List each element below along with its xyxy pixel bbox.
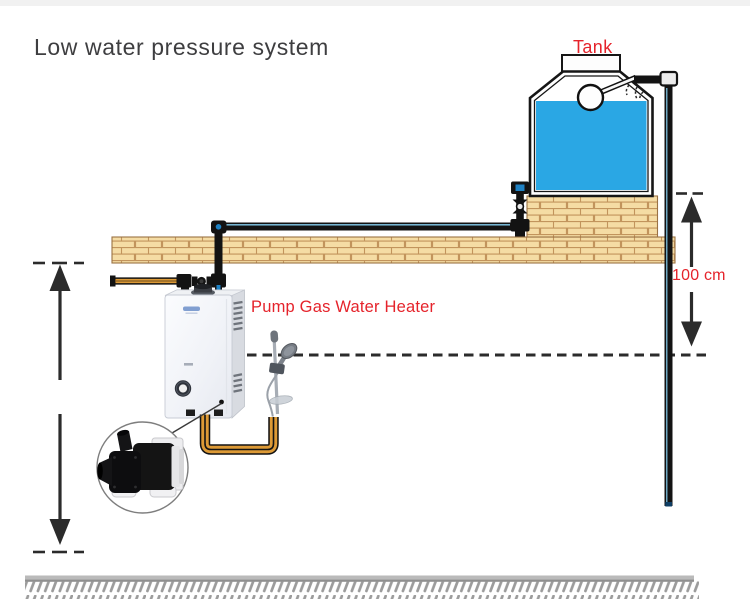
- arrow-down-head: [49, 519, 71, 545]
- float-ball: [576, 83, 605, 112]
- pipe-tee: [176, 274, 192, 288]
- flue-collar: [191, 283, 215, 297]
- pipe-elbow-core: [215, 224, 222, 230]
- bottom-port-right: [214, 409, 223, 416]
- heater-label: Pump Gas Water Heater: [251, 298, 436, 316]
- pipe-end: [665, 502, 672, 507]
- overflow-drop-pipe: [634, 70, 679, 507]
- heater-brand-tagline: [185, 312, 198, 314]
- pipe-elbow: [659, 70, 679, 87]
- rail-top-knob: [270, 330, 279, 343]
- height-dimension-right: [676, 192, 703, 347]
- height-dimension-left: [33, 261, 84, 554]
- gas-pipe-cap: [110, 275, 116, 287]
- heater-brand-logo: [183, 306, 200, 311]
- side-louvers-bottom: [233, 373, 243, 393]
- pipe-elbow-core: [515, 184, 525, 191]
- splash-marks: [625, 84, 644, 101]
- pipe-cap: [515, 231, 525, 237]
- page-title: Low water pressure system: [34, 34, 329, 60]
- hand-shower: [266, 330, 298, 417]
- heater-front-panel: [164, 294, 233, 419]
- arrow-up-head: [681, 196, 702, 223]
- pump-gas-water-heater: [164, 283, 245, 419]
- shower-head: [280, 343, 298, 359]
- top-edge-band: [0, 0, 750, 6]
- pump-inlet: [99, 457, 112, 486]
- pipe-union-valve: [192, 276, 212, 286]
- brick-pedestal: [526, 195, 659, 238]
- pump-motor: [133, 443, 175, 490]
- tank-label: Tank: [573, 37, 613, 57]
- heater-model-mark: [184, 363, 193, 366]
- arrow-down-head: [681, 321, 702, 347]
- soap-dish: [269, 395, 293, 405]
- shutoff-valve: [512, 199, 528, 214]
- pipe-tee: [211, 273, 226, 288]
- pump-callout-circle: [96, 421, 189, 514]
- arrow-up-head: [49, 264, 71, 291]
- control-knob: [174, 380, 192, 397]
- dimension-label: 100 cm: [672, 267, 726, 284]
- bottom-port-left: [186, 409, 195, 416]
- hot-water-u-pipe: [199, 414, 279, 455]
- pump-outlet-stub: [117, 431, 133, 452]
- pump-wire: [166, 399, 224, 437]
- rail-bracket: [269, 362, 285, 375]
- water-tank: [528, 54, 654, 198]
- brick-wall-slab: [111, 236, 676, 264]
- pump-head: [109, 451, 141, 493]
- side-louvers-top: [233, 300, 243, 331]
- booster-pump: [97, 429, 184, 498]
- tank-water: [536, 101, 647, 190]
- pipe-tee: [510, 219, 530, 232]
- float-rod: [600, 76, 636, 94]
- shower-hose: [266, 371, 280, 417]
- tank-inner-wall: [533, 75, 649, 193]
- cold-supply-pipe: [211, 181, 530, 278]
- heater-inlet-assembly: [110, 273, 226, 294]
- ground-hatching: [25, 575, 699, 599]
